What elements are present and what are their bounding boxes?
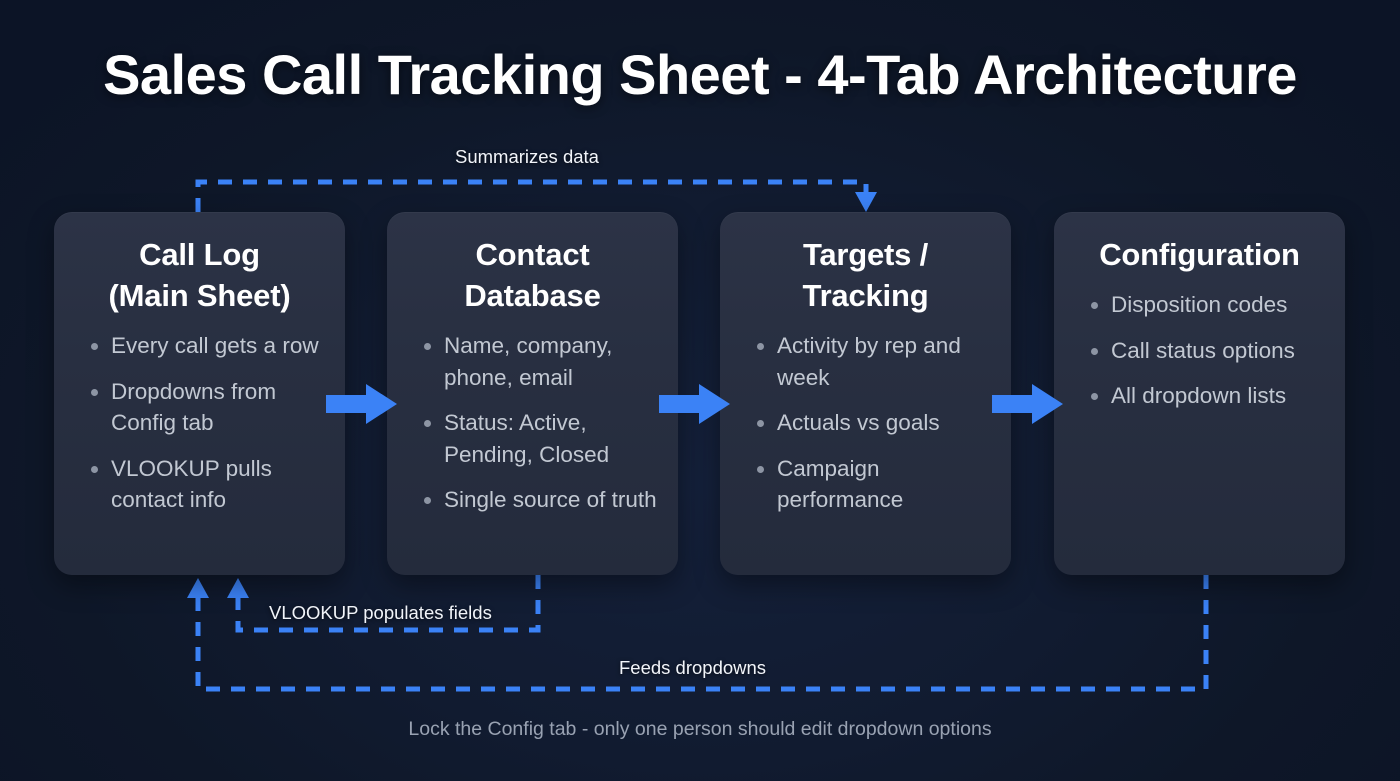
card-title-configuration: Configuration	[1070, 234, 1329, 275]
connector-label-summarizes-data: Summarizes data	[455, 146, 599, 167]
list-item: Dropdowns from Config tab	[88, 376, 325, 439]
list-item: Single source of truth	[421, 484, 658, 516]
arrow-right-icon-call-log-to-contact	[326, 384, 397, 424]
page-title: Sales Call Tracking Sheet - 4-Tab Archit…	[103, 43, 1297, 106]
card-title-line-1: Targets /	[802, 237, 929, 272]
list-item: Campaign performance	[754, 453, 991, 516]
connector-label-vlookup-populates-fields: VLOOKUP populates fields	[269, 602, 492, 623]
card-targets-tracking[interactable]: Targets / Tracking Activity by rep and w…	[720, 212, 1011, 575]
list-item: Disposition codes	[1088, 289, 1325, 321]
card-title-line-1: Contact	[475, 237, 590, 272]
card-bullet-list-contact-database: Name, company, phone, email Status: Acti…	[403, 330, 662, 516]
arrow-right-icon-contact-to-targets	[659, 384, 730, 424]
card-title-line-1: Call Log	[139, 237, 260, 272]
card-call-log[interactable]: Call Log (Main Sheet) Every call gets a …	[54, 212, 345, 575]
list-item: Every call gets a row	[88, 330, 325, 362]
list-item: Status: Active, Pending, Closed	[421, 407, 658, 470]
card-bullet-list-call-log: Every call gets a row Dropdowns from Con…	[70, 330, 329, 516]
card-configuration[interactable]: Configuration Disposition codes Call sta…	[1054, 212, 1345, 575]
list-item: Actuals vs goals	[754, 407, 991, 439]
card-bullet-list-targets-tracking: Activity by rep and week Actuals vs goal…	[736, 330, 995, 516]
list-item: Call status options	[1088, 335, 1325, 367]
footer-note: Lock the Config tab - only one person sh…	[408, 718, 992, 740]
connector-label-feeds-dropdowns: Feeds dropdowns	[619, 657, 767, 678]
arrow-right-icon-targets-to-configuration	[992, 384, 1063, 424]
card-bullet-list-configuration: Disposition codes Call status options Al…	[1070, 289, 1329, 412]
list-item: Name, company, phone, email	[421, 330, 658, 393]
connector-summarizes-data	[195, 179, 877, 212]
card-title-line-2: Database	[464, 278, 601, 314]
card-title-line-2: Tracking	[802, 278, 929, 314]
card-title-line-2: (Main Sheet)	[108, 278, 291, 314]
card-contact-database[interactable]: Contact Database Name, company, phone, e…	[387, 212, 678, 575]
card-title-targets-tracking: Targets / Tracking	[736, 234, 995, 316]
card-title-call-log: Call Log (Main Sheet)	[70, 234, 329, 316]
list-item: All dropdown lists	[1088, 380, 1325, 412]
list-item: VLOOKUP pulls contact info	[88, 453, 325, 516]
card-title-line-1: Configuration	[1099, 237, 1300, 272]
list-item: Activity by rep and week	[754, 330, 991, 393]
card-title-contact-database: Contact Database	[403, 234, 662, 316]
